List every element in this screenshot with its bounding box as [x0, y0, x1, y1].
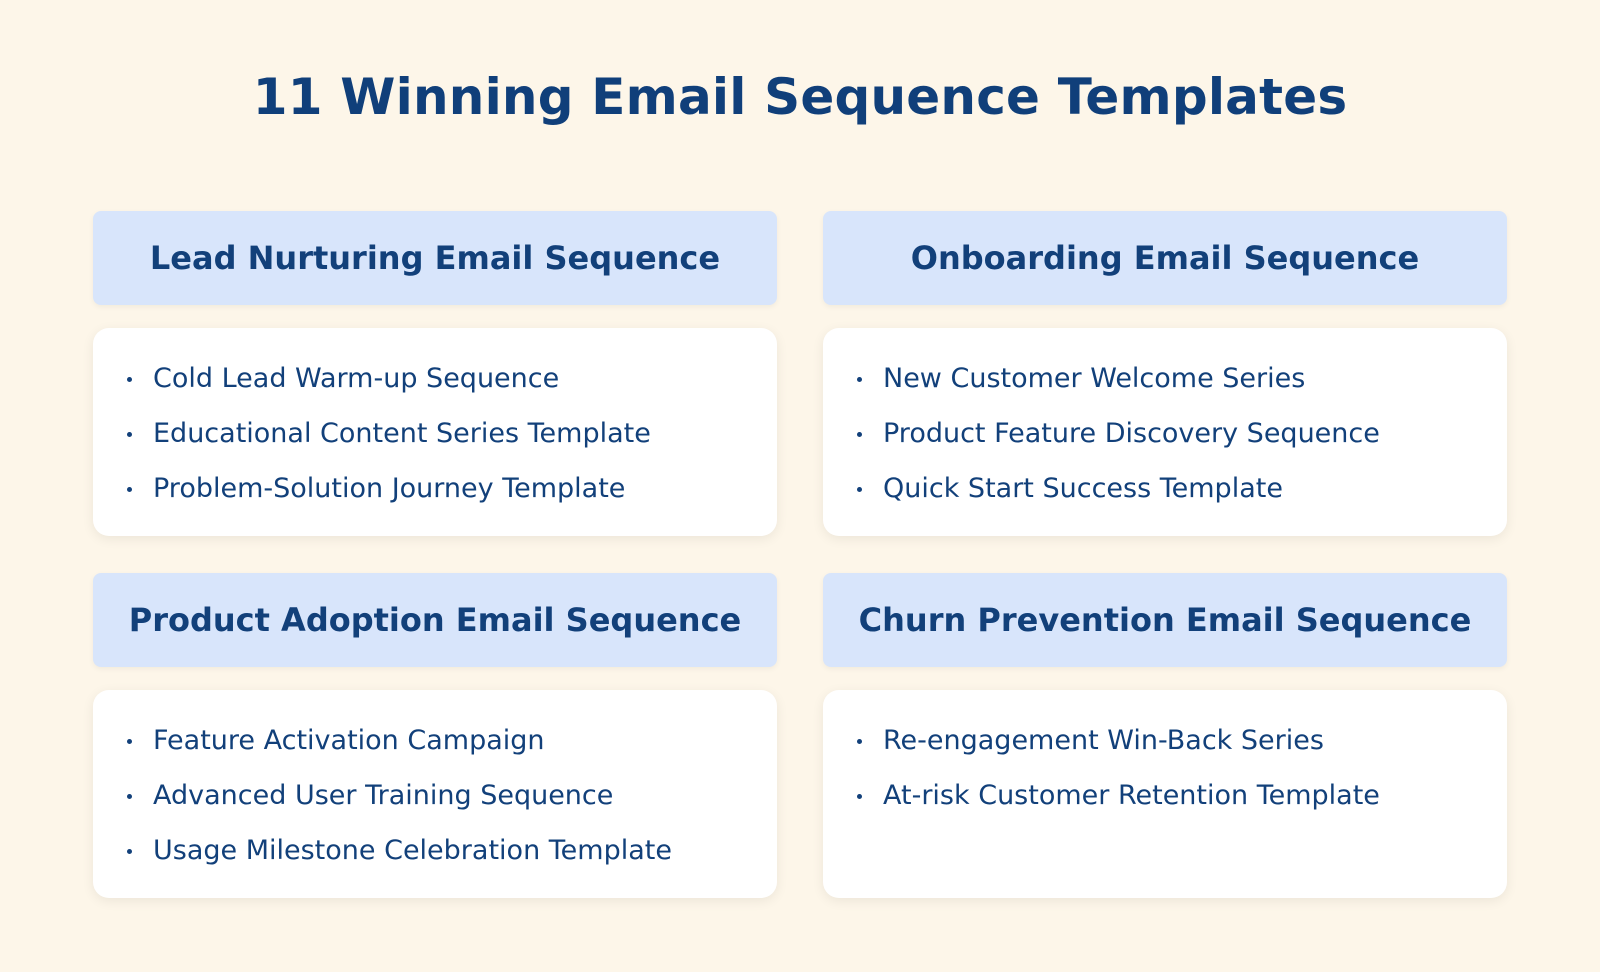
section-heading: Product Adoption Email Sequence: [93, 573, 777, 667]
list-item: Cold Lead Warm-up Sequence: [127, 362, 777, 395]
section-churn-prevention: Churn Prevention Email Sequence Re-engag…: [823, 573, 1507, 898]
section-card: Cold Lead Warm-up Sequence Educational C…: [93, 328, 777, 536]
list-item: New Customer Welcome Series: [857, 362, 1507, 395]
section-heading: Churn Prevention Email Sequence: [823, 573, 1507, 667]
section-card: Feature Activation Campaign Advanced Use…: [93, 690, 777, 898]
list-item: Re-engagement Win-Back Series: [857, 724, 1507, 757]
page-title: 11 Winning Email Sequence Templates: [252, 68, 1348, 126]
list-item: Advanced User Training Sequence: [127, 779, 777, 812]
template-list: Feature Activation Campaign Advanced Use…: [127, 724, 777, 867]
section-heading: Lead Nurturing Email Sequence: [93, 211, 777, 305]
list-item: Usage Milestone Celebration Template: [127, 834, 777, 867]
template-list: Cold Lead Warm-up Sequence Educational C…: [127, 362, 777, 505]
template-list: Re-engagement Win-Back Series At-risk Cu…: [857, 724, 1507, 812]
section-product-adoption: Product Adoption Email Sequence Feature …: [93, 573, 777, 898]
list-item: At-risk Customer Retention Template: [857, 779, 1507, 812]
section-card: New Customer Welcome Series Product Feat…: [823, 328, 1507, 536]
list-item: Problem-Solution Journey Template: [127, 472, 777, 505]
section-lead-nurturing: Lead Nurturing Email Sequence Cold Lead …: [93, 211, 777, 536]
list-item: Product Feature Discovery Sequence: [857, 417, 1507, 450]
section-heading: Onboarding Email Sequence: [823, 211, 1507, 305]
list-item: Quick Start Success Template: [857, 472, 1507, 505]
list-item: Feature Activation Campaign: [127, 724, 777, 757]
list-item: Educational Content Series Template: [127, 417, 777, 450]
section-onboarding: Onboarding Email Sequence New Customer W…: [823, 211, 1507, 536]
section-card: Re-engagement Win-Back Series At-risk Cu…: [823, 690, 1507, 898]
template-list: New Customer Welcome Series Product Feat…: [857, 362, 1507, 505]
